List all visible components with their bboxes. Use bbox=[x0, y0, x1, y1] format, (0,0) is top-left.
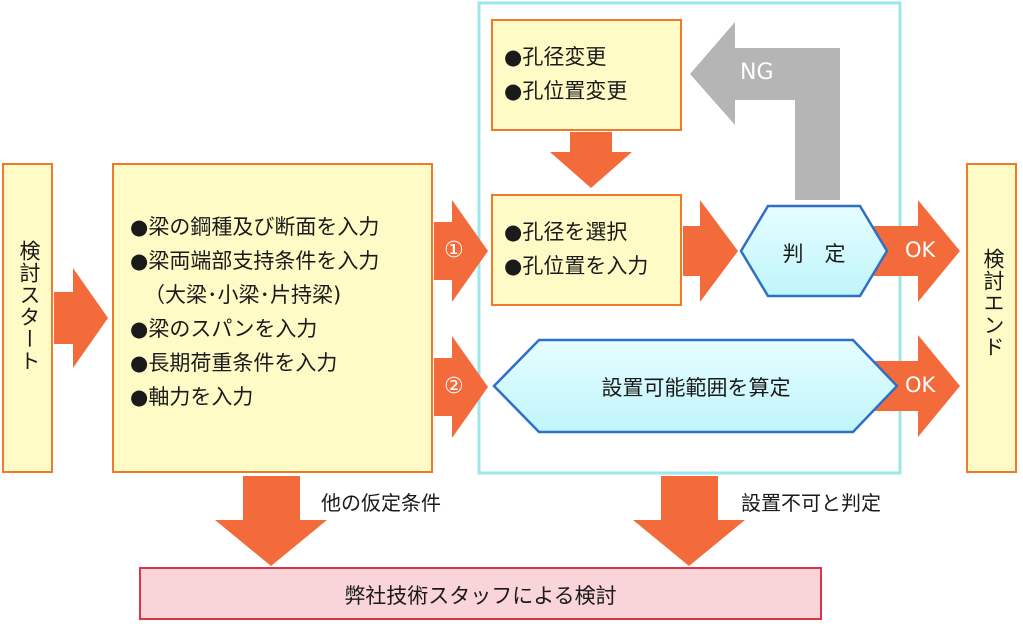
input-item: ●長期荷重条件を入力 bbox=[130, 351, 338, 375]
arrow-other-conditions bbox=[215, 476, 327, 566]
hole-input-item: ●孔径を選択 bbox=[504, 220, 628, 244]
ok-label-2: OK bbox=[905, 373, 936, 397]
path1-marker: ① bbox=[444, 238, 464, 263]
change-items: ●孔径変更 ●孔位置変更 bbox=[504, 40, 627, 108]
input-item: ●梁両端部支持条件を入力 bbox=[130, 249, 380, 273]
not-possible-label: 設置不可と判定 bbox=[741, 491, 881, 515]
ok-arrow-2 bbox=[860, 335, 960, 437]
change-box bbox=[491, 19, 682, 131]
ok-arrow-1 bbox=[860, 200, 960, 302]
change-item: ●孔径変更 bbox=[504, 45, 607, 69]
input-item: ●梁のスパンを入力 bbox=[130, 317, 318, 341]
inputs-list: ●梁の鋼種及び断面を入力 ●梁両端部支持条件を入力 （大梁･小梁･片持梁) ●梁… bbox=[130, 210, 379, 414]
input-item: ●軸力を入力 bbox=[130, 385, 254, 409]
inputs-box bbox=[112, 163, 433, 473]
judge-hexagon bbox=[739, 204, 889, 298]
input-item: （大梁･小梁･片持梁) bbox=[144, 283, 342, 307]
hole-input-items: ●孔径を選択 ●孔位置を入力 bbox=[504, 215, 648, 283]
start-label: 検討スタート bbox=[17, 240, 41, 372]
arrow-input-to-judge bbox=[683, 200, 738, 302]
start-box bbox=[2, 163, 53, 473]
path2-marker: ② bbox=[444, 374, 464, 399]
ng-label: NG bbox=[740, 60, 774, 85]
arrow-change-to-input bbox=[550, 132, 632, 188]
arrow-start-to-inputs bbox=[54, 268, 108, 368]
judge-label: 判 定 bbox=[782, 242, 846, 266]
input-item: ●梁の鋼種及び断面を入力 bbox=[130, 215, 380, 239]
arrow-path2 bbox=[434, 336, 488, 438]
other-conditions-label: 他の仮定条件 bbox=[321, 491, 441, 515]
calc-label: 設置可能範囲を算定 bbox=[601, 376, 791, 400]
ng-return-arrow bbox=[690, 22, 840, 200]
change-item: ●孔位置変更 bbox=[504, 79, 628, 103]
hole-input-item: ●孔位置を入力 bbox=[504, 254, 649, 278]
calc-hexagon bbox=[492, 338, 899, 434]
staff-review-box bbox=[139, 567, 822, 620]
end-label: 検討エンド bbox=[981, 248, 1005, 358]
staff-review-label: 弊社技術スタッフによる検討 bbox=[344, 584, 617, 608]
end-box bbox=[966, 163, 1017, 473]
arrow-path1 bbox=[434, 200, 488, 302]
ok-label-1: OK bbox=[905, 238, 936, 262]
arrow-not-possible bbox=[633, 476, 745, 566]
hole-input-box bbox=[491, 194, 682, 306]
